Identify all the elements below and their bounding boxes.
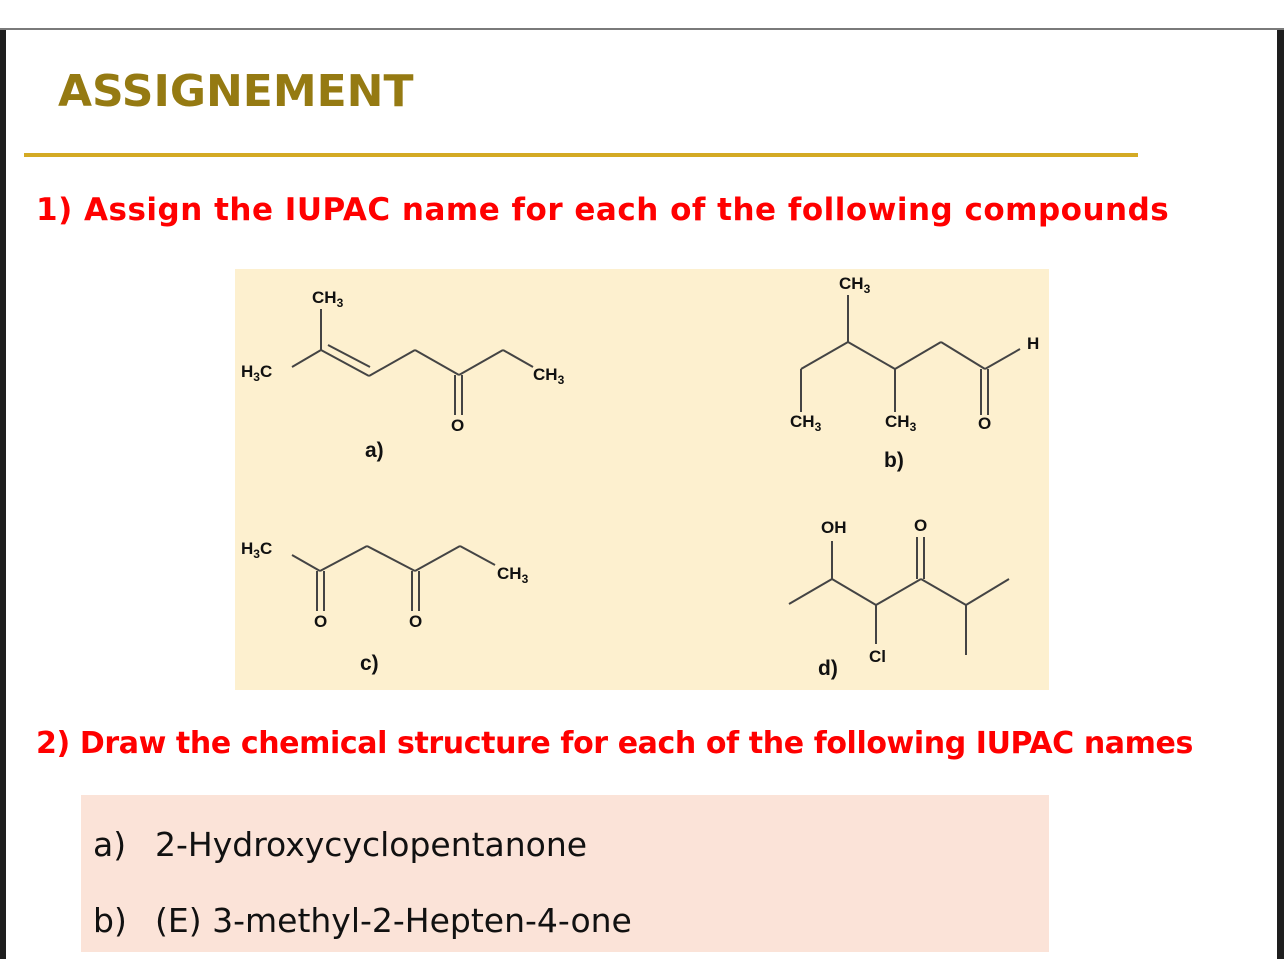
- svg-text:O: O: [409, 612, 422, 631]
- svg-text:H: H: [1027, 334, 1039, 353]
- svg-text:CH3: CH3: [533, 365, 565, 387]
- right-frame-bar: [1277, 30, 1284, 959]
- svg-text:d): d): [818, 657, 838, 680]
- svg-text:c): c): [360, 652, 379, 675]
- iupac-name-item: a) 2-Hydroxycyclopentanone: [93, 825, 587, 864]
- svg-text:a): a): [365, 439, 384, 462]
- svg-text:CH3: CH3: [790, 412, 822, 434]
- svg-text:Cl: Cl: [869, 647, 886, 666]
- structures-drawing: CH3 H3C CH3 O a) CH3 H CH3 CH3 O b) H3C …: [241, 274, 1039, 680]
- iupac-name-item: b) (E) 3-methyl-2-Hepten-4-one: [93, 901, 632, 940]
- svg-text:b): b): [884, 449, 904, 472]
- title-divider: [24, 153, 1138, 157]
- page-title: ASSIGNEMENT: [58, 66, 414, 117]
- question-1-heading: 1) Assign the IUPAC name for each of the…: [36, 192, 1170, 228]
- iupac-names-panel: a) 2-Hydroxycyclopentanone b) (E) 3-methyl…: [81, 795, 1049, 952]
- window-top-border: [0, 28, 1284, 30]
- svg-text:CH3: CH3: [839, 274, 871, 296]
- svg-text:O: O: [451, 416, 464, 435]
- item-name: (E) 3-methyl-2-Hepten-4-one: [155, 901, 632, 940]
- window-top-strip: [0, 0, 1284, 28]
- item-label: b): [93, 901, 127, 940]
- svg-text:OH: OH: [821, 518, 847, 537]
- svg-text:CH3: CH3: [497, 564, 529, 586]
- question-2-heading: 2) Draw the chemical structure for each …: [36, 726, 1193, 761]
- svg-text:O: O: [978, 414, 991, 433]
- structure-a: [291, 309, 534, 415]
- structure-b: [800, 295, 1021, 415]
- item-label: a): [93, 825, 127, 864]
- svg-text:H3C: H3C: [241, 362, 272, 384]
- svg-text:CH3: CH3: [312, 288, 344, 310]
- item-name: 2-Hydroxycyclopentanone: [155, 825, 588, 864]
- structure-c: [291, 545, 496, 611]
- svg-text:H3C: H3C: [241, 539, 272, 561]
- svg-text:CH3: CH3: [885, 412, 917, 434]
- structure-d: [788, 537, 1010, 655]
- structures-panel: CH3 H3C CH3 O a) CH3 H CH3 CH3 O b) H3C …: [235, 269, 1049, 690]
- left-frame-bar: [0, 30, 6, 959]
- svg-text:O: O: [314, 612, 327, 631]
- svg-text:O: O: [914, 516, 927, 535]
